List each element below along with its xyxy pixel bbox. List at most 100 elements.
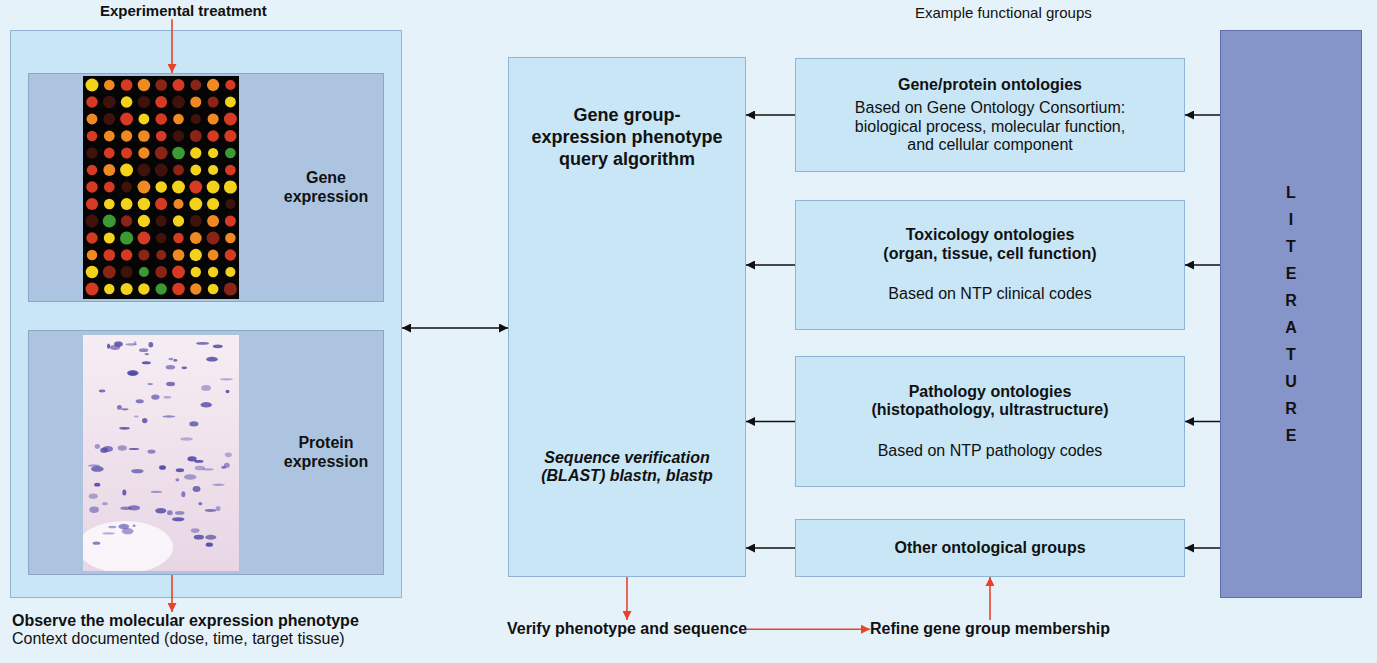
gel-spot	[108, 526, 116, 529]
gel-spot	[206, 357, 217, 362]
ontology-box: Other ontological groups	[795, 519, 1185, 577]
gel-spot	[168, 358, 173, 361]
gel-spot	[173, 359, 177, 362]
array-spot	[155, 266, 167, 278]
array-spot	[190, 232, 202, 244]
gel-spot	[205, 535, 216, 540]
gel-spot	[139, 348, 148, 352]
array-spot	[207, 130, 219, 142]
box-heading: Gene group-expression phenotype query al…	[527, 104, 727, 170]
array-spot	[137, 181, 150, 194]
array-spot	[103, 164, 115, 176]
array-spot	[208, 267, 218, 277]
array-spot	[86, 215, 99, 228]
gel-spot	[91, 466, 104, 472]
array-spot	[225, 233, 236, 244]
array-spot	[86, 198, 98, 210]
array-spot	[156, 131, 167, 142]
gel-spot	[226, 390, 230, 394]
array-spot	[156, 250, 166, 260]
output-note: Context documented (dose, time, target t…	[12, 630, 345, 648]
array-spot	[104, 131, 115, 142]
array-spot	[225, 215, 236, 226]
array-spot	[173, 114, 184, 125]
gel-image	[83, 335, 239, 571]
array-spot	[121, 198, 133, 210]
gel-spot	[136, 399, 144, 403]
box-heading: Toxicology ontologies (organ, tissue, ce…	[880, 226, 1100, 263]
link-arrow	[402, 327, 508, 329]
link-arrow	[1185, 421, 1220, 423]
array-spot	[172, 96, 185, 109]
flow-arrow	[989, 577, 991, 620]
array-spot	[87, 131, 98, 142]
array-spot	[172, 181, 185, 194]
gel-spot	[194, 460, 203, 463]
array-spot	[120, 164, 133, 177]
array-spot	[224, 180, 237, 193]
array-spot	[155, 113, 167, 125]
array-spot	[104, 284, 114, 294]
gel-spot	[176, 468, 184, 472]
link-arrow	[746, 547, 795, 549]
gel-spot	[163, 396, 171, 399]
array-spot	[138, 283, 149, 294]
gel-spot	[144, 353, 149, 355]
array-spot	[225, 267, 235, 277]
array-spot	[138, 147, 149, 158]
expression-panel: Protein expression	[28, 330, 384, 575]
gel-spot	[206, 543, 213, 547]
array-spot	[225, 249, 236, 260]
array-spot	[208, 284, 219, 295]
gel-spot	[175, 511, 184, 515]
array-spot	[86, 266, 98, 278]
gel-spot	[205, 509, 216, 512]
array-spot	[121, 130, 132, 141]
input-label: Experimental treatment	[100, 2, 267, 19]
step-node: Verify phenotype and sequence	[507, 620, 747, 638]
group-caption: Example functional groups	[915, 4, 1092, 21]
array-spot	[138, 198, 150, 210]
array-spot	[173, 165, 184, 176]
gel-spot	[94, 483, 100, 487]
box-heading: Gene/protein ontologies	[898, 76, 1082, 94]
gel-spot	[148, 342, 153, 347]
gel-spot	[102, 502, 108, 505]
gel-spot	[198, 502, 202, 505]
gel-spot	[122, 490, 126, 496]
gel-spot	[147, 449, 155, 453]
array-spot	[172, 266, 185, 279]
gel-spot	[216, 506, 221, 511]
array-spot	[172, 147, 185, 160]
array-spot	[207, 181, 220, 194]
expression-panel: Gene expression	[28, 73, 384, 302]
input-node: Experimental treatment	[100, 2, 267, 19]
array-spot	[189, 181, 202, 194]
array-spot	[103, 266, 116, 279]
array-spot	[225, 148, 236, 159]
gel-spot	[128, 371, 137, 375]
box-body: Based on Gene Ontology Consortium: biolo…	[845, 99, 1135, 154]
array-spot	[190, 147, 201, 158]
link-arrow	[1185, 547, 1220, 549]
step-node: Refine gene group membership	[870, 620, 1110, 638]
gel-spot	[142, 418, 147, 423]
array-spot	[85, 282, 98, 295]
link-arrow	[746, 114, 795, 116]
flow-arrow	[171, 575, 173, 612]
gel-spot	[224, 463, 230, 468]
gel-spot	[93, 542, 101, 545]
gel-spot	[121, 408, 128, 410]
gel-spot	[180, 437, 193, 440]
array-spot	[138, 130, 150, 142]
gel-spot	[119, 427, 130, 430]
gel-spot	[181, 491, 185, 497]
array-spot	[173, 130, 184, 141]
gel-spot	[166, 382, 175, 387]
array-spot	[191, 267, 201, 277]
array-spot	[208, 113, 219, 124]
array-spot	[190, 130, 202, 142]
gel-spot	[212, 484, 225, 486]
step-label: Verify phenotype and sequence	[507, 620, 747, 638]
gel-spot	[225, 452, 232, 457]
